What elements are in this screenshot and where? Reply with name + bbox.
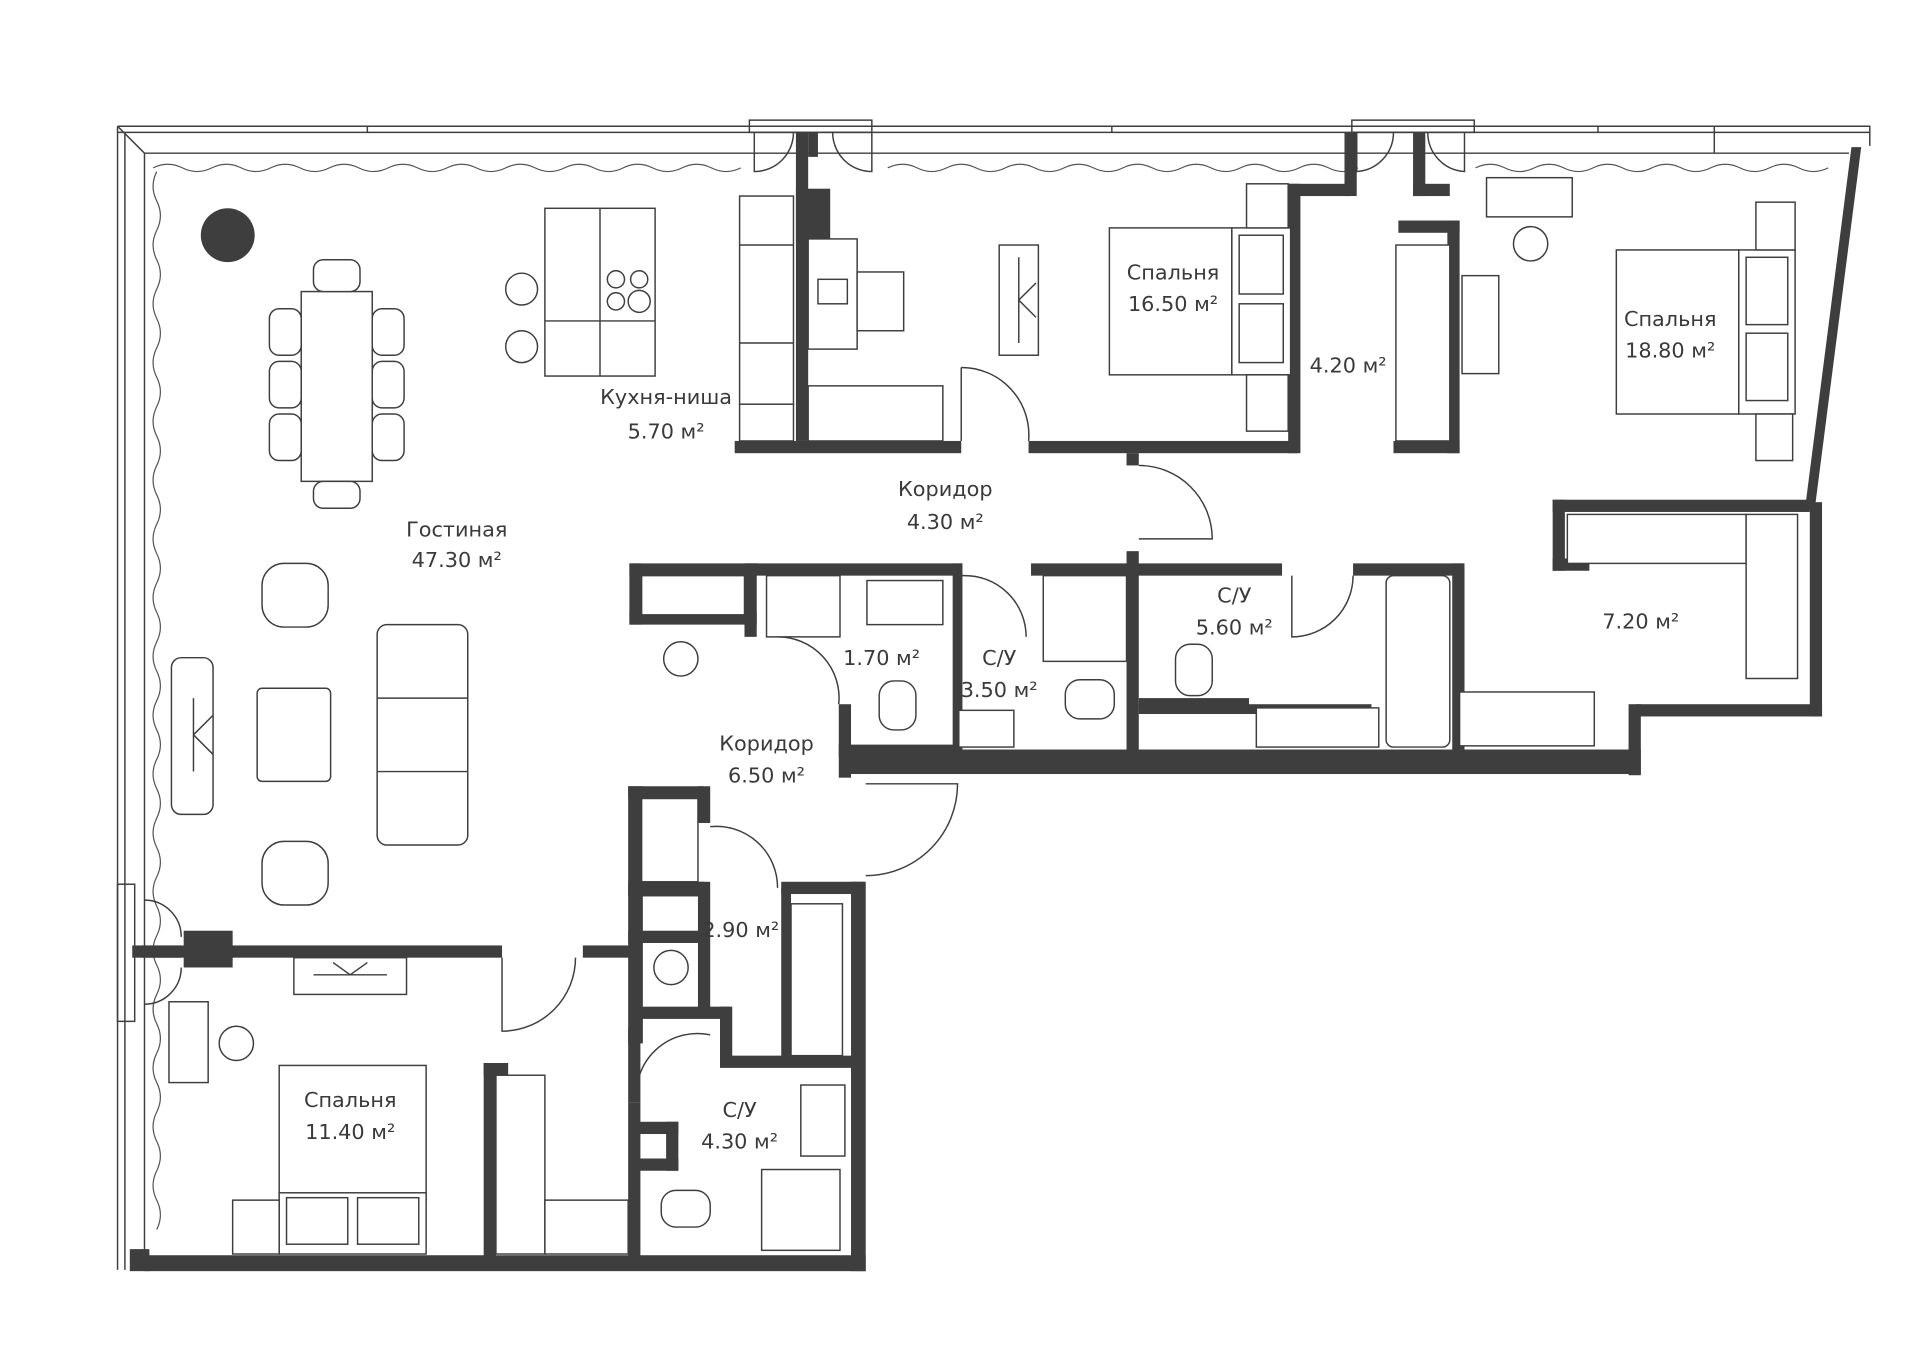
room-name: Спальня [1127, 260, 1220, 284]
room-name: С/У [982, 646, 1017, 670]
room-area: 4.30 м² [907, 510, 984, 534]
room-area: 18.80 м² [1625, 339, 1715, 363]
room-area: 7.20 м² [1602, 609, 1679, 633]
room-area: 5.60 м² [1196, 615, 1273, 639]
room-area: 2.90 м² [702, 918, 779, 942]
room-area: 47.30 м² [412, 548, 502, 572]
room-storage-1: 1.70 м² [843, 646, 920, 670]
room-area: 4.30 м² [701, 1130, 778, 1154]
room-area: 3.50 м² [961, 678, 1038, 702]
room-area: 4.20 м² [1310, 353, 1387, 377]
room-labels: Гостиная 47.30 м² Кухня-ниша 5.70 м² Спа… [304, 260, 1717, 1153]
facade-glazing [116, 125, 1871, 1270]
curtain-lines [152, 163, 1829, 1230]
room-name: Коридор [719, 732, 814, 756]
room-name: Кухня-ниша [600, 385, 732, 409]
room-name: Спальня [1624, 307, 1717, 331]
furniture [168, 176, 1799, 1255]
room-area: 1.70 м² [843, 646, 920, 670]
room-name: Спальня [304, 1088, 397, 1112]
room-living: Гостиная 47.30 м² [406, 517, 507, 572]
room-area: 6.50 м² [728, 764, 805, 788]
room-name: С/У [722, 1098, 757, 1122]
room-wardrobe-3: 2.90 м² [702, 918, 779, 942]
room-area: 11.40 м² [305, 1120, 395, 1144]
doors [116, 119, 1476, 1103]
room-bedroom-1: Спальня 16.50 м² [1127, 260, 1220, 316]
room-bedroom-2: Спальня 18.80 м² [1624, 307, 1717, 363]
room-area: 5.70 м² [628, 420, 705, 444]
room-wardrobe-2: 7.20 м² [1602, 609, 1679, 633]
room-wardrobe-1: 4.20 м² [1310, 353, 1387, 377]
room-bedroom-3: Спальня 11.40 м² [304, 1088, 397, 1144]
walls [129, 132, 1862, 1272]
room-corridor-1: Коридор 4.30 м² [898, 477, 993, 534]
room-name: Гостиная [406, 517, 507, 541]
room-name: С/У [1217, 584, 1252, 608]
room-name: Коридор [898, 477, 993, 501]
room-area: 16.50 м² [1128, 292, 1218, 316]
room-bathroom-2: С/У 5.60 м² [1196, 584, 1273, 640]
room-kitchen: Кухня-ниша 5.70 м² [600, 385, 732, 443]
room-bathroom-1: С/У 3.50 м² [961, 646, 1038, 702]
room-corridor-2: Коридор 6.50 м² [719, 732, 814, 788]
room-bathroom-3: С/У 4.30 м² [701, 1098, 778, 1154]
